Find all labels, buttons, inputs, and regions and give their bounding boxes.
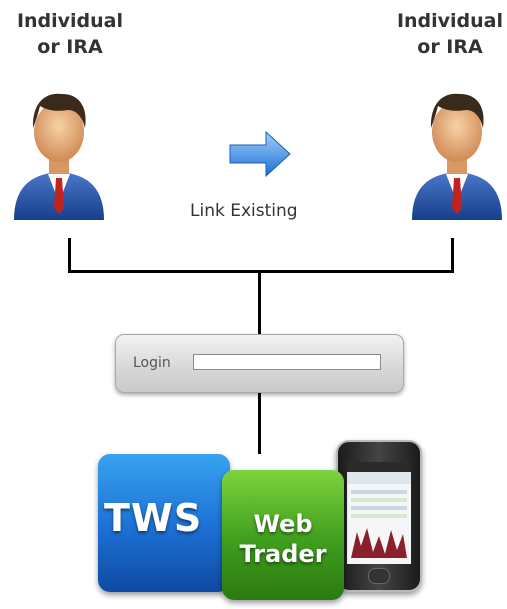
- top-trunk-connector: [258, 272, 261, 334]
- tws-app-icon: [98, 454, 230, 592]
- right-connector: [451, 238, 454, 272]
- phone-screen: [347, 462, 411, 564]
- login-input[interactable]: [193, 354, 381, 370]
- left-connector: [68, 238, 71, 272]
- webtrader-label: Web Trader: [239, 510, 327, 568]
- phone-home-button: [368, 568, 390, 584]
- tws-label: TWS: [104, 496, 203, 540]
- left-user-icon: [10, 82, 108, 222]
- link-existing-label: Link Existing: [190, 201, 298, 221]
- bottom-trunk-connector: [258, 392, 261, 454]
- horizontal-connector: [68, 270, 454, 273]
- login-label: Login: [133, 355, 171, 371]
- right-user-icon: [408, 82, 506, 222]
- right-user-label: Individual or IRA: [396, 10, 504, 58]
- left-user-label: Individual or IRA: [16, 10, 124, 58]
- webtrader-app-icon: [222, 470, 344, 600]
- right-arrow-icon: [228, 130, 292, 178]
